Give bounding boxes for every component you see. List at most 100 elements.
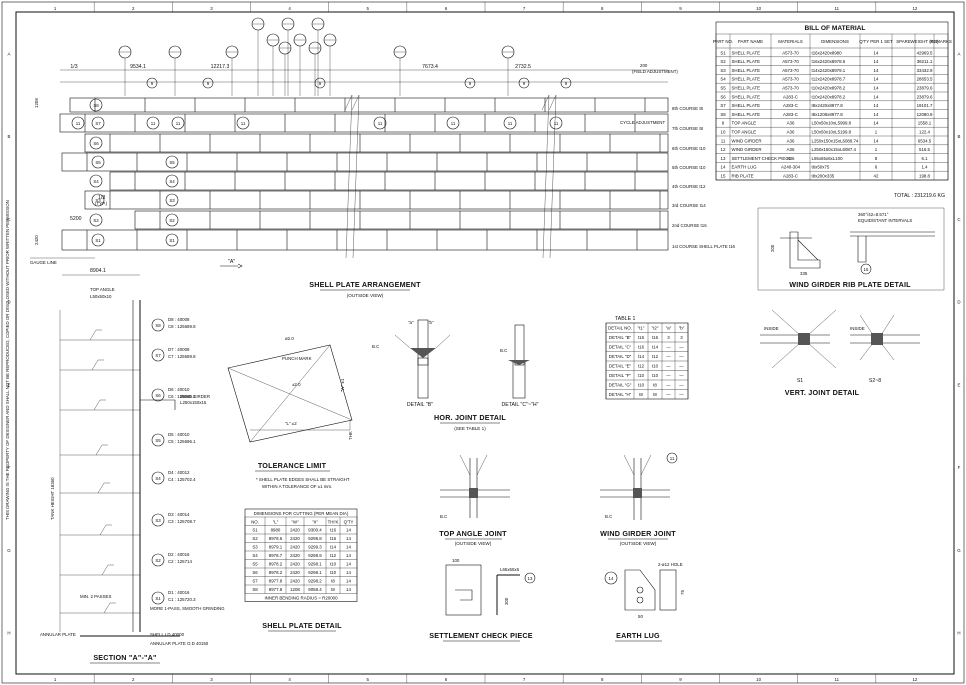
cut-cell: S1 (252, 528, 258, 533)
wind-girder-shape (140, 399, 176, 410)
wind-joint-title: WIND GIRDER JOINT (600, 529, 676, 538)
bom-cell: S8 (720, 112, 726, 117)
section-diameter: D3 : 40014 (168, 512, 190, 517)
table1-cell: t10 (652, 373, 659, 378)
cut-cell: S8 (252, 587, 258, 592)
grid-col-label-bottom: 10 (756, 677, 761, 682)
bom-cell: S7 (720, 103, 726, 108)
bom-cell: 14 (874, 68, 879, 73)
cut-cell: 8977.8 (269, 587, 283, 592)
table1-cell: t16 (638, 335, 645, 340)
bom-cell: A240-304 (781, 165, 801, 170)
section-plate-label: S1 (155, 596, 161, 601)
section-circumference: C1 : 125720.3 (168, 597, 196, 602)
bom-cell: 23879.6 (917, 94, 933, 99)
break-line (344, 94, 353, 259)
top-angle-subtitle: (OUTSIDE VIEW) (455, 541, 492, 546)
rib-dim-200: 200 (770, 244, 775, 252)
cut-cell: 8977.8 (269, 579, 283, 584)
course-label: 4th COURSE t12 (672, 184, 706, 189)
grid-row-label-left: G (7, 548, 11, 553)
balloon-13-label: 13 (528, 576, 533, 581)
balloon-11-label: 11 (508, 121, 513, 126)
grid-row-label-right: A (958, 51, 961, 56)
hj-b-a: "a" (408, 320, 414, 325)
section-circumference: C7 : 125689.8 (168, 354, 196, 359)
dim-8904: 8904.1 (90, 268, 106, 274)
gauge-line: GAUGE LINE (30, 260, 57, 265)
table-1: TABLE 1 DETAIL NO."t1""t2""a""b"DETAIL "… (605, 316, 689, 400)
plate-balloon (89, 136, 103, 150)
table1-cell: — (679, 392, 684, 397)
plate-balloon (89, 174, 103, 188)
grid-col-label-top: 6 (445, 6, 448, 11)
bom-cell: 6 (875, 165, 878, 170)
balloon-11 (503, 116, 517, 130)
course-strip (61, 152, 669, 172)
shell-arrangement-subtitle: (OUTSIDE VIEW) (347, 293, 384, 298)
hj-b-upper (417, 319, 429, 366)
dim-2732: 2732.5 (515, 64, 531, 70)
bom-cell: EARTH LUG (732, 165, 758, 170)
section-circumference: C2 : 125714 (168, 559, 192, 564)
plate-balloon (165, 193, 179, 207)
wind-girder-label: WIND GIRDER (180, 394, 210, 399)
cut-cell: S5 (252, 562, 258, 567)
bom-cell: t12x2420x8978.7 (812, 77, 846, 82)
table1-cell: t14 (638, 354, 645, 359)
grid-row-label-left: D (7, 300, 10, 305)
grid-col-label-top: 10 (756, 6, 761, 11)
cut-cell: t14 (330, 545, 337, 550)
course-strip (84, 190, 669, 210)
plate-balloon (91, 233, 105, 247)
hj-b-leader (394, 334, 451, 349)
bom-cell: A36 (787, 156, 795, 161)
bom-cell: A573-70 (782, 86, 799, 91)
balloon-11-label: 11 (76, 121, 81, 126)
course-label: 3rd COURSE t14 (672, 203, 706, 208)
tolerance-limit: ø2.0 ±2.0 PUNCH MARK "L" ±2 "W" ±1 THK T… (227, 336, 353, 489)
hj-c-lower (512, 361, 526, 399)
table1-cell: — (666, 354, 671, 359)
grid-col-label-top: 5 (367, 6, 370, 11)
bom-cell: t6x50x75 (812, 165, 830, 170)
tol-thk: THK (348, 431, 353, 440)
dim-7673: 7673.4 (422, 64, 438, 70)
tol-thk-line (250, 420, 351, 431)
bom-cell: SHELL PLATE (732, 103, 761, 108)
earth-lug: 2-ø12 HOLE 14 50 75 EARTH LUG (604, 562, 685, 642)
tolerance-diagonals (227, 344, 353, 443)
vert-joint-title: VERT. JOINT DETAIL (785, 388, 860, 397)
vj-inside-2: INSIDE (850, 326, 865, 331)
balloon-9-label: 9 (151, 81, 154, 86)
tol-pm2: ±2.0 (292, 382, 301, 387)
table1-cell: — (666, 383, 671, 388)
table1-cell: DETAIL "H" (609, 392, 632, 397)
rib-dim-335: 335 (800, 271, 808, 276)
balloon-11 (71, 116, 85, 130)
shell-detail-title: SHELL PLATE DETAIL (262, 621, 342, 630)
bom-cell: L250x150x15xL6089.74 (812, 138, 859, 143)
weld-flag (89, 329, 102, 341)
scp-100: 100 (452, 558, 460, 563)
grid-col-label-bottom: 12 (912, 677, 917, 682)
grid-col-label-top: 2 (132, 6, 135, 11)
course-label: 2nd COURSE t16 (672, 223, 707, 228)
bom-cell: RIB PLATE (732, 174, 754, 179)
grid-row-label-left: F (8, 465, 11, 470)
table1-cell: — (679, 373, 684, 378)
cut-cell: 14 (346, 545, 351, 550)
table1-cell: — (666, 392, 671, 397)
grid-col-label-bottom: 8 (601, 677, 604, 682)
bom-cell: 42 (874, 174, 879, 179)
table1-header: "a" (666, 326, 672, 331)
bom-cell: L250x150x15xL6087.4 (812, 147, 857, 152)
bom-cell: 1558.1 (918, 121, 932, 126)
plate-balloon-label: S7 (95, 121, 101, 126)
tol-l: "L" ±2 (285, 421, 297, 426)
vj-s2-weld (871, 333, 883, 345)
balloon-11 (146, 116, 160, 130)
bom-cell: 14 (874, 121, 879, 126)
weld-flag (97, 482, 110, 494)
